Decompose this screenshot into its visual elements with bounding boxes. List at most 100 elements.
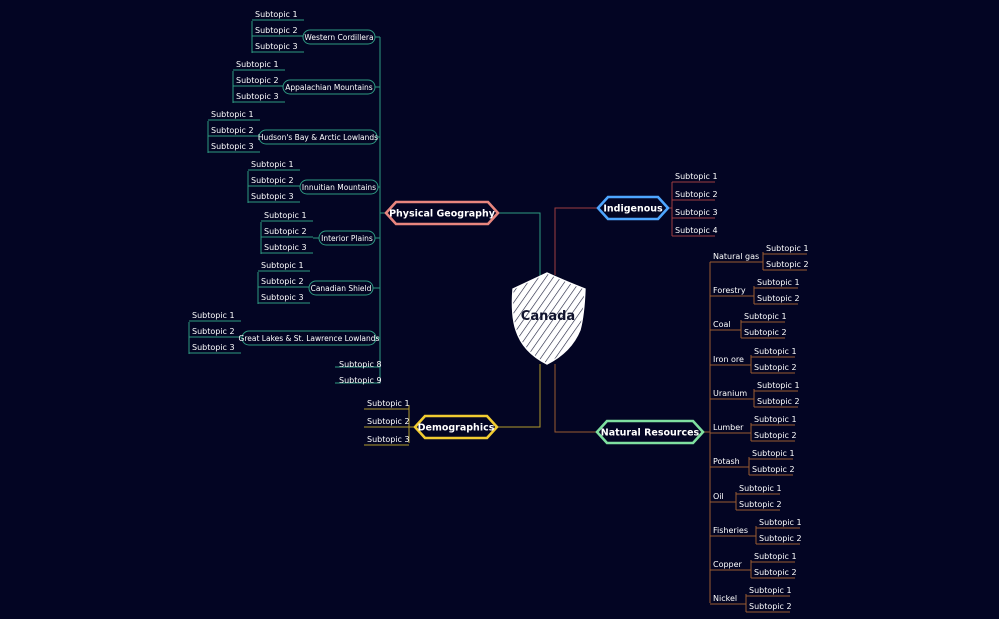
region-subtopic[interactable]: Subtopic 1 xyxy=(248,160,300,171)
region-subtopic[interactable]: Subtopic 2 xyxy=(189,327,241,338)
resource-item[interactable]: Nickel xyxy=(710,594,746,605)
region-subtopic[interactable]: Subtopic 1 xyxy=(258,261,310,272)
region-subtopic[interactable]: Subtopic 3 xyxy=(208,142,260,153)
region-subtopic-label: Subtopic 3 xyxy=(251,192,294,201)
resource-item[interactable]: Coal xyxy=(710,320,741,331)
resource-item[interactable]: Oil xyxy=(710,492,736,503)
region-subtopic[interactable]: Subtopic 1 xyxy=(252,10,304,21)
region-subtopic[interactable]: Subtopic 2 xyxy=(252,26,304,37)
region-node-5-shape xyxy=(308,280,374,296)
connector-line xyxy=(408,405,417,443)
resource-subtopic[interactable]: Subtopic 1 xyxy=(751,415,797,426)
resource-item[interactable]: Potash xyxy=(710,457,749,468)
resource-subtopic[interactable]: Subtopic 1 xyxy=(763,244,809,255)
region-subtopic-label: Subtopic 1 xyxy=(211,110,254,119)
demographics-subtopic[interactable]: Subtopic 2 xyxy=(364,417,410,428)
region-subtopic[interactable]: Subtopic 2 xyxy=(233,76,285,87)
resource-subtopic-label: Subtopic 1 xyxy=(749,586,792,595)
region-subtopic[interactable]: Subtopic 2 xyxy=(261,227,313,238)
resource-item-label: Nickel xyxy=(713,594,737,603)
resource-item[interactable]: Copper xyxy=(710,560,751,571)
natural-resources-node[interactable]: Natural Resources xyxy=(595,419,705,445)
region-subtopic[interactable]: Subtopic 3 xyxy=(248,192,300,203)
resource-subtopic[interactable]: Subtopic 2 xyxy=(763,260,809,271)
indigenous-node-label: Indigenous xyxy=(603,204,663,215)
indigenous-subtopic[interactable]: Subtopic 3 xyxy=(672,208,718,219)
region-subtopic[interactable]: Subtopic 2 xyxy=(248,176,300,187)
resource-subtopic-label: Subtopic 2 xyxy=(754,363,797,372)
region-node-2-label: Hudson's Bay & Arctic Lowlands xyxy=(258,133,378,142)
resource-subtopic-label: Subtopic 1 xyxy=(739,484,782,493)
resource-subtopic[interactable]: Subtopic 2 xyxy=(751,363,797,374)
resource-subtopic[interactable]: Subtopic 1 xyxy=(749,449,795,460)
resource-subtopic-label: Subtopic 1 xyxy=(766,244,809,253)
resource-subtopic[interactable]: Subtopic 1 xyxy=(754,278,800,289)
resource-subtopic[interactable]: Subtopic 1 xyxy=(751,552,797,563)
region-node-0[interactable]: Western Cordillera xyxy=(302,29,376,45)
resource-item-label: Forestry xyxy=(713,286,746,295)
region-node-1[interactable]: Appalachian Mountains xyxy=(282,79,376,95)
resource-item[interactable]: Natural gas xyxy=(710,252,763,263)
resource-subtopic[interactable]: Subtopic 2 xyxy=(741,328,787,339)
resource-item[interactable]: Iron ore xyxy=(710,355,751,366)
resource-subtopic-label: Subtopic 1 xyxy=(744,312,787,321)
resource-subtopic[interactable]: Subtopic 1 xyxy=(741,312,787,323)
region-subtopic[interactable]: Subtopic 3 xyxy=(258,293,310,304)
region-subtopic[interactable]: Subtopic 1 xyxy=(189,311,241,322)
resource-item[interactable]: Fisheries xyxy=(710,526,756,537)
physical-geography-node[interactable]: Physical Geography xyxy=(384,200,500,226)
region-node-1-label: Appalachian Mountains xyxy=(285,83,373,92)
region-node-6-shape xyxy=(241,330,377,346)
resource-item[interactable]: Forestry xyxy=(710,286,754,297)
region-subtopic-label: Subtopic 2 xyxy=(236,76,279,85)
region-subtopic[interactable]: Subtopic 3 xyxy=(252,42,304,53)
resource-subtopic[interactable]: Subtopic 2 xyxy=(751,568,797,579)
region-subtopic[interactable]: Subtopic 3 xyxy=(233,92,285,103)
region-node-3[interactable]: Innuitian Mountains xyxy=(299,179,379,195)
resource-subtopic[interactable]: Subtopic 2 xyxy=(736,500,782,511)
resource-subtopic[interactable]: Subtopic 1 xyxy=(736,484,782,495)
region-subtopic[interactable]: Subtopic 2 xyxy=(258,277,310,288)
region-node-4[interactable]: Interior Plains xyxy=(318,230,376,246)
resource-subtopic[interactable]: Subtopic 2 xyxy=(751,431,797,442)
resource-item-label: Coal xyxy=(713,320,731,329)
resource-subtopic[interactable]: Subtopic 2 xyxy=(754,294,800,305)
physical-geography-node-shape xyxy=(384,200,500,226)
resource-item[interactable]: Uranium xyxy=(710,389,754,400)
region-subtopic[interactable]: Subtopic 1 xyxy=(261,211,313,222)
demographics-node[interactable]: Demographics xyxy=(413,414,499,440)
resource-subtopic[interactable]: Subtopic 2 xyxy=(756,534,802,545)
resource-subtopic[interactable]: Subtopic 2 xyxy=(754,397,800,408)
region-node-5[interactable]: Canadian Shield xyxy=(308,280,374,296)
resource-item[interactable]: Lumber xyxy=(710,423,751,434)
region-subtopic-label: Subtopic 3 xyxy=(211,142,254,151)
region-node-6[interactable]: Great Lakes & St. Lawrence Lowlands xyxy=(239,330,380,346)
region-node-1-shape xyxy=(282,79,376,95)
central-topic[interactable]: Canada xyxy=(511,272,586,365)
indigenous-subtopic[interactable]: Subtopic 1 xyxy=(672,172,718,183)
region-subtopic[interactable]: Subtopic 3 xyxy=(189,343,241,354)
resource-subtopic[interactable]: Subtopic 1 xyxy=(754,381,800,392)
region-subtopic[interactable]: Subtopic 1 xyxy=(208,110,260,121)
physical-geography-node-label: Physical Geography xyxy=(389,209,496,220)
resource-subtopic[interactable]: Subtopic 1 xyxy=(751,347,797,358)
indigenous-subtopic[interactable]: Subtopic 4 xyxy=(672,226,718,237)
resource-subtopic[interactable]: Subtopic 1 xyxy=(756,518,802,529)
resource-subtopic-label: Subtopic 2 xyxy=(757,397,800,406)
region-subtopic[interactable]: Subtopic 2 xyxy=(208,126,260,137)
indigenous-subtopic[interactable]: Subtopic 2 xyxy=(672,190,718,201)
resource-subtopic[interactable]: Subtopic 2 xyxy=(749,465,795,476)
region-subtopic[interactable]: Subtopic 3 xyxy=(261,243,313,254)
demographics-subtopic[interactable]: Subtopic 1 xyxy=(364,399,410,410)
resource-subtopic[interactable]: Subtopic 1 xyxy=(746,586,792,597)
region-node-2[interactable]: Hudson's Bay & Arctic Lowlands xyxy=(258,129,378,145)
resource-subtopic[interactable]: Subtopic 2 xyxy=(746,602,792,613)
demographics-subtopic[interactable]: Subtopic 3 xyxy=(364,435,410,446)
region-subtopic-label: Subtopic 1 xyxy=(251,160,294,169)
region-subtopic[interactable]: Subtopic 1 xyxy=(233,60,285,71)
indigenous-node[interactable]: Indigenous xyxy=(596,195,670,221)
connector-line xyxy=(554,207,598,275)
resource-subtopic-label: Subtopic 2 xyxy=(749,602,792,611)
